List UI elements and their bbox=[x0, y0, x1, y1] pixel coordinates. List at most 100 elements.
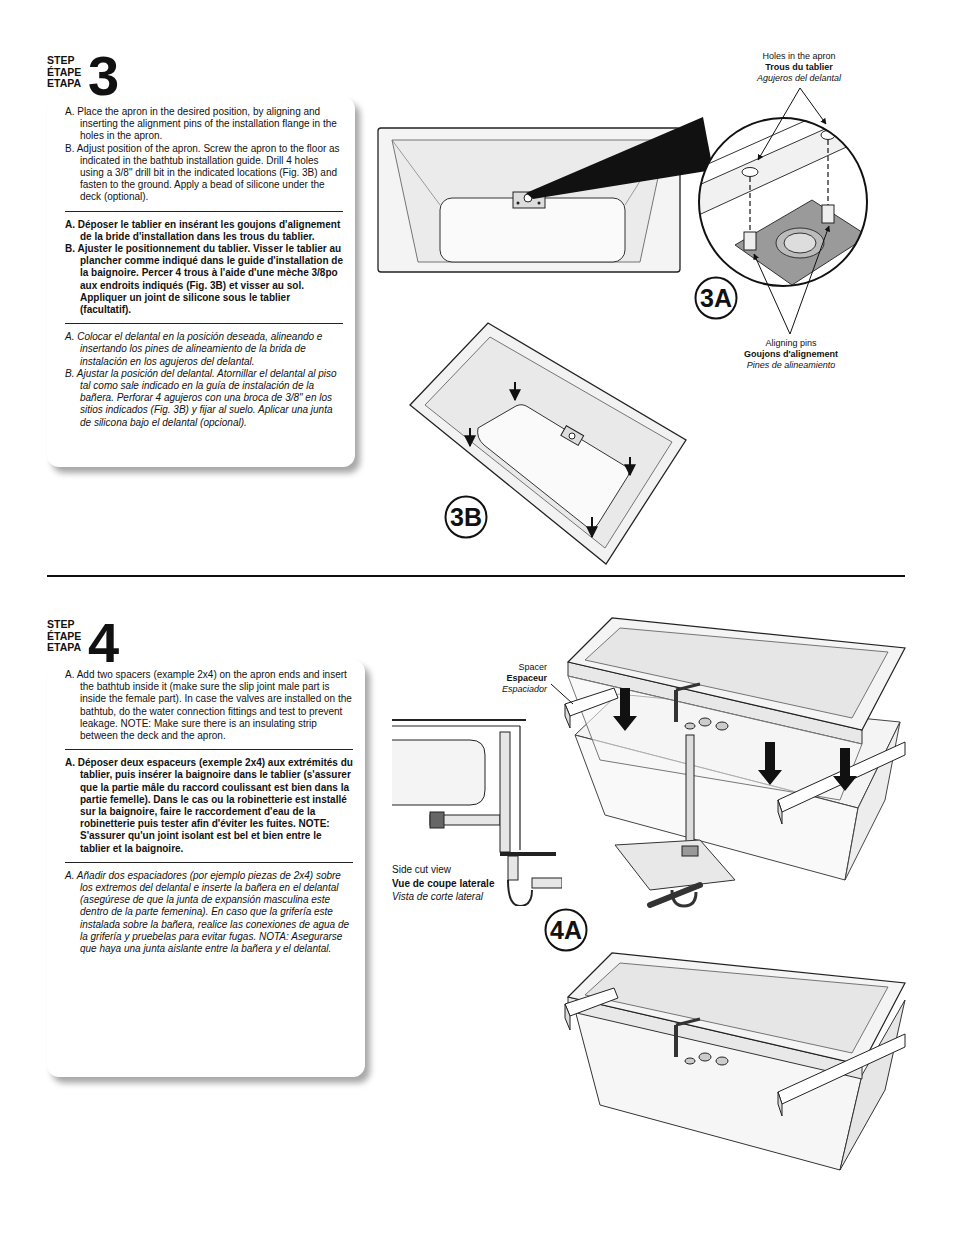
side-cut-view bbox=[508, 880, 532, 906]
exploded-bathtub bbox=[686, 735, 694, 850]
magnified-detail bbox=[749, 177, 750, 232]
part-label: Goujons d'alignement bbox=[743, 349, 839, 360]
exploded-bathtub bbox=[699, 718, 711, 726]
magnified-detail bbox=[690, 83, 890, 286]
part-label: Spacer bbox=[517, 662, 548, 673]
step-number: 3 bbox=[88, 48, 119, 104]
step-heading: STEP ÉTAPE ETAPA bbox=[47, 619, 81, 654]
exploded-bathtub bbox=[676, 684, 700, 690]
instruction-text: B. Ajuster le positionnement du tablier.… bbox=[65, 243, 343, 316]
bathtub-top-view bbox=[392, 140, 440, 205]
exploded-bathtub bbox=[650, 885, 700, 905]
part-label: Aligning pins bbox=[764, 338, 817, 349]
exploded-bathtub bbox=[674, 690, 678, 722]
callout-circle bbox=[446, 497, 487, 538]
instruction-text: B. Ajustar la posición del delantal. Ato… bbox=[65, 368, 343, 429]
assembled-bathtub bbox=[685, 1058, 695, 1064]
exploded-bathtub bbox=[565, 688, 618, 716]
assembled-bathtub bbox=[585, 963, 888, 1053]
exploded-bathtub bbox=[568, 618, 905, 730]
side-cut-view bbox=[500, 852, 556, 856]
callout-circle bbox=[696, 278, 737, 319]
magnified-detail bbox=[827, 140, 828, 205]
instruction-text: A. Colocar el delantal en la posición de… bbox=[65, 323, 343, 368]
bathtub-angled-view bbox=[591, 517, 593, 537]
part-label: Trous du tablier bbox=[764, 62, 834, 73]
figure-callout: 3A bbox=[694, 276, 738, 320]
instruction-panel: STEP ÉTAPE ETAPA3A. Place the apron in t… bbox=[47, 97, 355, 467]
side-cut-view bbox=[519, 726, 520, 850]
section-divider bbox=[47, 575, 905, 577]
bathtub-angled-view bbox=[569, 433, 575, 439]
callout-number: 3B bbox=[450, 505, 482, 530]
part-label: Agujeros del delantal bbox=[756, 73, 842, 84]
leader-line bbox=[551, 684, 573, 704]
side-cut-view bbox=[392, 726, 520, 727]
side-cut-view bbox=[532, 878, 562, 888]
step-number: 4 bbox=[88, 615, 119, 671]
part-label: Holes in the apron bbox=[761, 51, 836, 62]
exploded-bathtub bbox=[682, 846, 698, 856]
magnified-detail bbox=[784, 233, 816, 253]
side-cut-view bbox=[392, 740, 485, 805]
assembled-bathtub bbox=[565, 1004, 570, 1030]
part-label: Vista de corte lateral bbox=[391, 891, 484, 902]
bathtub-top-view bbox=[517, 202, 520, 205]
bathtub-angled-view bbox=[561, 426, 584, 446]
assembled-bathtub bbox=[699, 1053, 711, 1061]
part-label: Espaciador bbox=[501, 684, 548, 695]
exploded-bathtub bbox=[758, 742, 782, 785]
leader-line bbox=[800, 88, 826, 124]
magnified-detail bbox=[776, 228, 824, 258]
bathtub-angled-view bbox=[410, 323, 686, 564]
leader-line bbox=[758, 88, 800, 160]
leader-line bbox=[754, 254, 790, 334]
exploded-bathtub bbox=[778, 742, 905, 812]
leader-line bbox=[790, 226, 829, 334]
magnified-detail bbox=[742, 168, 758, 177]
side-cut-view bbox=[392, 719, 526, 721]
magnified-detail bbox=[735, 200, 868, 285]
bathtub-angled-view bbox=[470, 382, 630, 537]
exploded-bathtub bbox=[716, 722, 728, 730]
magnified-detail bbox=[822, 205, 834, 223]
assembled-bathtub bbox=[778, 1034, 905, 1104]
bathtub-angled-view bbox=[629, 457, 631, 475]
assembled-bathtub bbox=[565, 953, 905, 1170]
assembled-bathtub bbox=[568, 953, 905, 1065]
section-divider bbox=[47, 576, 905, 577]
magnified-detail bbox=[744, 232, 756, 250]
instruction-text: A. Add two spacers (example 2x4) on the … bbox=[65, 669, 353, 742]
instruction-text: B. Adjust position of the apron. Screw t… bbox=[65, 143, 343, 204]
callout-circle bbox=[546, 910, 587, 951]
side-cut-view bbox=[500, 732, 510, 852]
bathtub-angled-view bbox=[478, 405, 629, 528]
instruction-text: A. Place the apron in the desired positi… bbox=[65, 106, 343, 143]
bathtub-top-view bbox=[538, 202, 541, 205]
exploded-bathtub bbox=[685, 723, 695, 729]
part-label: Espaceur bbox=[505, 673, 548, 684]
step-heading: STEP ÉTAPE ETAPA bbox=[47, 55, 81, 90]
leader-line bbox=[551, 684, 573, 704]
instruction-panel: STEP ÉTAPE ETAPA4A. Add two spacers (exa… bbox=[47, 660, 365, 1077]
bathtub-angled-view bbox=[514, 382, 516, 400]
assembled-bathtub bbox=[778, 1092, 782, 1116]
leader-line bbox=[754, 88, 829, 334]
figure-callout: 4A bbox=[544, 908, 588, 952]
exploded-bathtub bbox=[778, 800, 782, 824]
exploded-bathtub bbox=[613, 688, 637, 731]
exploded-bathtub bbox=[615, 840, 735, 890]
callout-number: 3A bbox=[700, 286, 732, 311]
part-label: Side cut view bbox=[391, 864, 452, 875]
exploded-bathtub bbox=[565, 618, 905, 906]
magnifier-wedge bbox=[526, 117, 713, 199]
exploded-bathtub bbox=[672, 890, 696, 906]
exploded-bathtub bbox=[565, 704, 570, 728]
part-label: Vue de coupe laterale bbox=[391, 878, 495, 889]
instruction-text: A. Déposer le tablier en insérant les go… bbox=[65, 211, 343, 243]
assembled-bathtub bbox=[674, 1025, 678, 1057]
magnified-detail bbox=[690, 83, 890, 285]
figure-callout: 3B bbox=[444, 495, 488, 539]
assembled-bathtub bbox=[565, 988, 618, 1016]
